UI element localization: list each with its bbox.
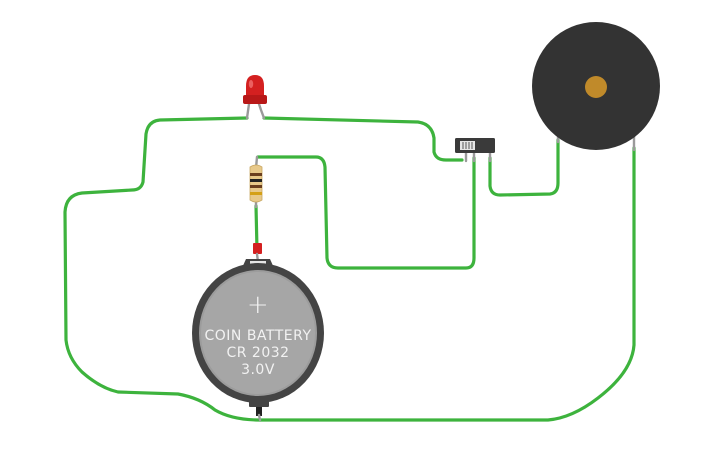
piezo-buzzer[interactable] xyxy=(532,22,660,152)
slide-switch[interactable] xyxy=(455,138,495,163)
battery-positive-terminal xyxy=(253,243,262,254)
battery-cell-face xyxy=(201,272,315,394)
battery-negative-lead xyxy=(257,413,262,422)
led-highlight xyxy=(248,80,254,88)
resistor-band-1 xyxy=(250,173,262,176)
wire-switch-to-buzzer[interactable] xyxy=(488,138,560,197)
resistor[interactable] xyxy=(249,155,263,209)
wire-led-to-battery-negative[interactable] xyxy=(63,116,262,422)
wire-resistor-to-battery-positive[interactable] xyxy=(254,204,259,252)
led-cathode-lead xyxy=(245,102,251,120)
coin-battery[interactable]: + COIN BATTERY CR 2032 3.0V xyxy=(192,243,324,422)
resistor-band-2 xyxy=(250,179,262,182)
led[interactable] xyxy=(243,75,267,120)
battery-negative-terminal xyxy=(256,407,262,416)
battery-label-line1: COIN BATTERY xyxy=(204,328,311,344)
led-anode-lead xyxy=(257,102,266,120)
wire-resistor-to-switch[interactable] xyxy=(256,155,476,270)
resistor-band-4 xyxy=(250,192,262,195)
battery-label-line2: CR 2032 xyxy=(226,345,289,361)
led-rim xyxy=(243,95,267,104)
buzzer-center xyxy=(585,76,607,98)
wire-led-to-switch[interactable] xyxy=(262,116,464,162)
switch-slider[interactable] xyxy=(460,141,475,150)
battery-plus-sign: + xyxy=(247,290,269,320)
resistor-body xyxy=(249,164,263,203)
battery-label-line3: 3.0V xyxy=(241,362,275,378)
wire-battery-negative-to-buzzer[interactable] xyxy=(258,146,636,422)
resistor-band-3 xyxy=(250,185,262,188)
led-lens xyxy=(246,75,264,96)
